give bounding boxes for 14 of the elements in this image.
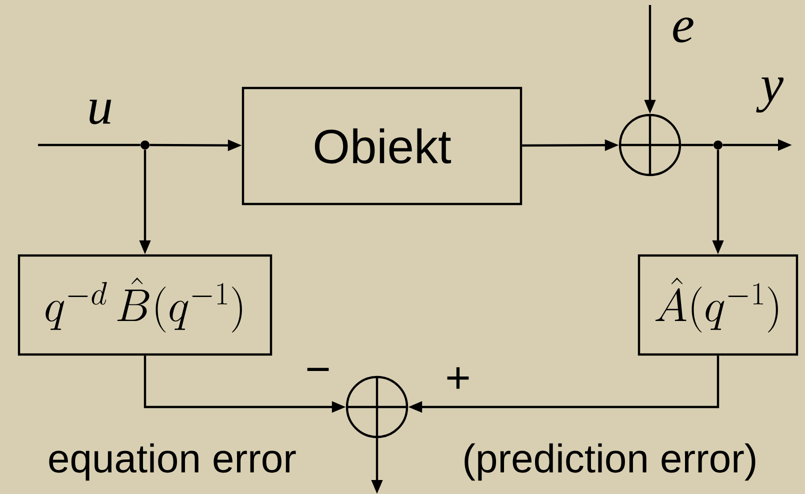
summing-junction <box>346 376 408 438</box>
block-box: $\hat{A}(q^{-1})$ <box>638 254 798 356</box>
caption-text: equation error <box>49 443 296 481</box>
edge-label: − <box>307 368 329 372</box>
block-box: $q^{-d}\,\hat{B}(q^{-1})$ <box>18 254 272 356</box>
edge-label: + <box>447 367 469 389</box>
summing-junction <box>618 114 682 176</box>
block-box: Obiekt <box>242 86 522 206</box>
caption-text: (prediction error) <box>464 443 756 481</box>
edge-label: y <box>756 77 784 113</box>
branch-point <box>714 140 722 150</box>
edge-label: u <box>90 100 112 124</box>
branch-point <box>140 140 150 150</box>
edge-label: e <box>673 18 694 42</box>
